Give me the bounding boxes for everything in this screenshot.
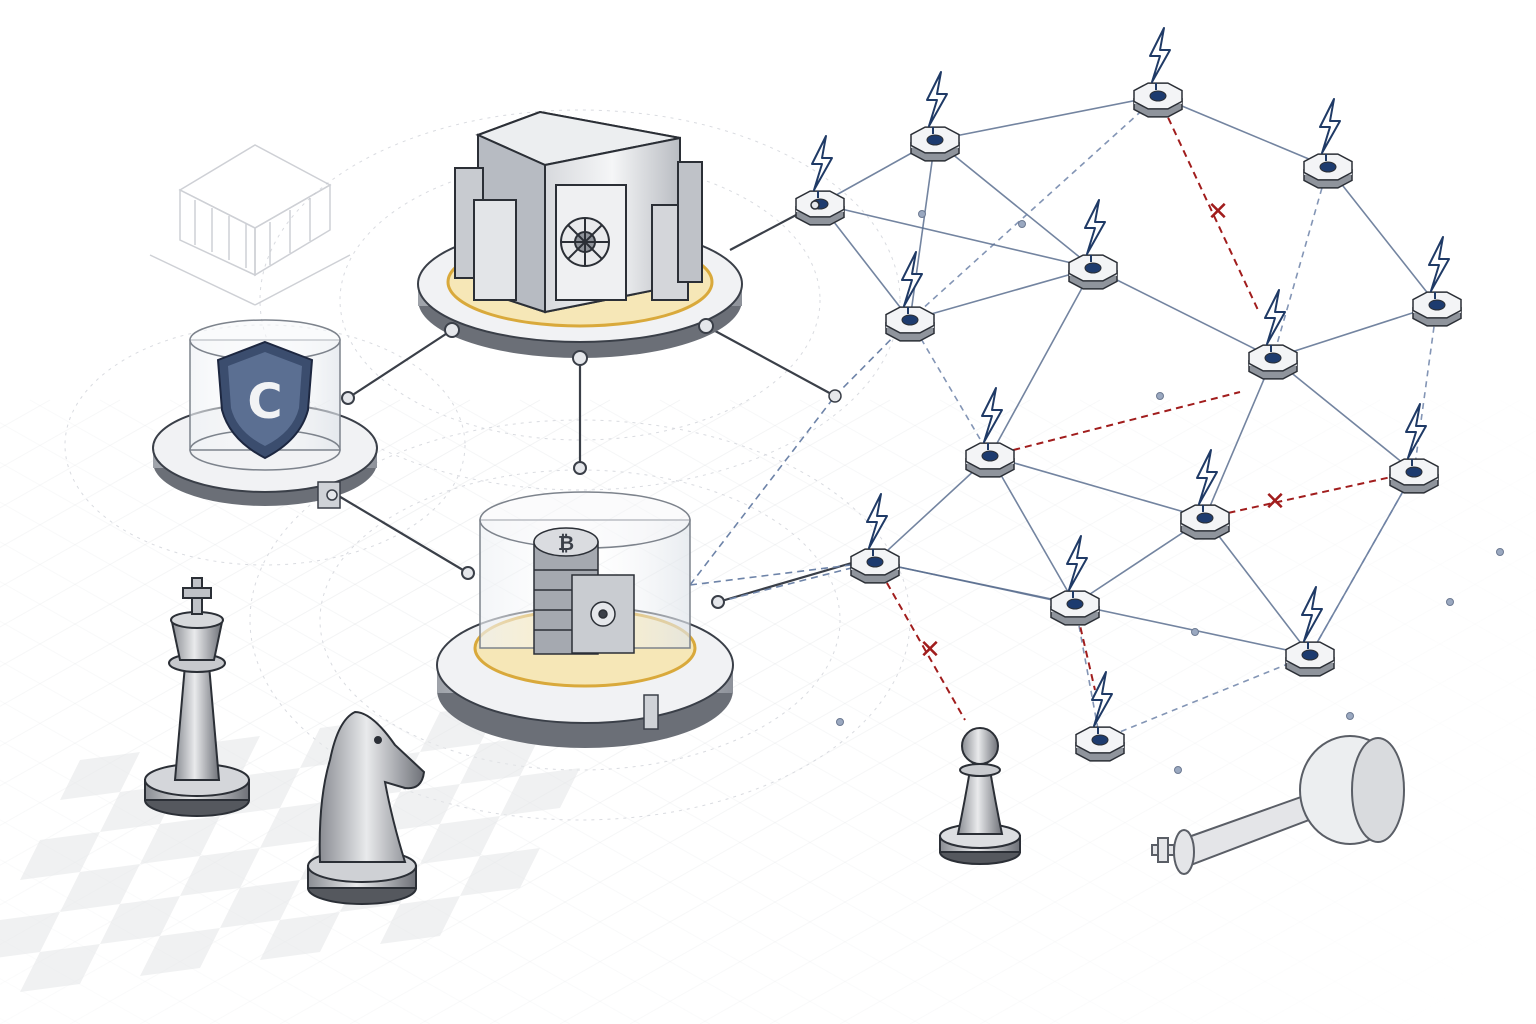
lightning-bolt-icon xyxy=(1301,586,1323,649)
checker-square xyxy=(420,816,500,864)
checker-square xyxy=(380,784,460,832)
broken-link-marker: ✕ xyxy=(1264,487,1286,517)
network-node[interactable] xyxy=(1248,289,1298,380)
faded-bank-building-icon xyxy=(149,144,351,306)
network-link xyxy=(819,203,1094,269)
network-node[interactable] xyxy=(795,135,845,226)
checker-square xyxy=(460,736,540,784)
network-link xyxy=(1099,654,1311,741)
network-link xyxy=(989,455,1206,519)
network-link xyxy=(1309,471,1415,656)
lightning-bolt-icon xyxy=(1196,449,1218,512)
network-link xyxy=(1204,517,1311,656)
coin-hub[interactable]: ₿ xyxy=(436,461,734,748)
broken-link-marker: ✕ xyxy=(1207,197,1229,227)
checker-square xyxy=(220,880,300,928)
checker-square xyxy=(460,848,540,896)
network-node[interactable] xyxy=(885,251,935,342)
network-node[interactable] xyxy=(910,71,960,162)
network-node[interactable] xyxy=(965,387,1015,478)
checker-square xyxy=(0,912,60,958)
hub-connections xyxy=(331,204,863,604)
network-link xyxy=(1327,166,1438,306)
network-node[interactable] xyxy=(1389,403,1439,494)
network-node[interactable] xyxy=(1285,586,1335,677)
network-link xyxy=(909,95,1159,321)
network-nodes xyxy=(795,27,1462,762)
checker-square xyxy=(380,896,460,944)
network-link xyxy=(989,267,1094,457)
network-link xyxy=(1272,357,1415,473)
checker-square xyxy=(60,864,140,912)
network-node[interactable] xyxy=(1050,535,1100,626)
checker-square xyxy=(260,912,340,960)
lightning-bolt-icon xyxy=(866,493,888,556)
network-link xyxy=(1204,357,1274,519)
network-link xyxy=(1157,95,1329,168)
network-link xyxy=(1092,267,1274,359)
lightning-bolt-icon xyxy=(1264,289,1286,352)
checker-square xyxy=(140,928,220,976)
lightning-bolt-icon xyxy=(811,135,833,198)
lightning-bolt-icon xyxy=(1149,27,1171,90)
network-link xyxy=(819,203,911,321)
network-link xyxy=(1272,304,1438,359)
network-link xyxy=(909,319,991,457)
checker-square xyxy=(60,752,140,800)
lightning-bolt-icon xyxy=(901,251,923,314)
network-node[interactable] xyxy=(1180,449,1230,540)
shield-glyph: C xyxy=(247,374,282,430)
network-link xyxy=(1272,166,1329,359)
network-link xyxy=(934,139,1094,269)
ripple-rings xyxy=(64,109,911,821)
vault-safe-icon xyxy=(454,110,703,314)
checker-square xyxy=(100,896,180,944)
junction-dots xyxy=(828,210,1504,774)
vault-hub[interactable] xyxy=(417,110,743,366)
broken-link-markers: ✕ ✕ ✕ xyxy=(919,197,1286,665)
lightning-bolt-icon xyxy=(1428,236,1450,299)
lightning-bolt-icon xyxy=(1084,199,1106,262)
checker-square xyxy=(20,832,100,880)
chess-pawn xyxy=(939,727,1021,865)
network-node[interactable] xyxy=(1068,199,1118,290)
bitcoin-coin-stack-icon: ₿ xyxy=(533,527,635,655)
network-node[interactable] xyxy=(1133,27,1183,118)
hub-network-link xyxy=(717,561,876,603)
chess-king xyxy=(144,577,250,817)
network-link xyxy=(989,455,1076,605)
lightning-bolt-icon xyxy=(926,71,948,134)
lightning-bolt-icon xyxy=(1405,403,1427,466)
lightning-bolt-icon xyxy=(1091,671,1113,734)
network-node[interactable] xyxy=(1303,98,1353,189)
hub-network-link xyxy=(689,395,836,586)
checker-square xyxy=(140,816,220,864)
network-link xyxy=(874,455,991,563)
link-endpoint xyxy=(810,200,820,210)
checker-square xyxy=(500,768,580,816)
chess-fallen-king xyxy=(1151,735,1405,875)
network-node[interactable] xyxy=(1412,236,1462,327)
checker-square xyxy=(20,944,100,992)
broken-link-marker: ✕ xyxy=(919,635,941,665)
lightning-bolt-icon xyxy=(981,387,1003,450)
shield-hub[interactable]: C xyxy=(152,319,378,509)
lightning-bolt-icon xyxy=(1066,535,1088,598)
shield-c-icon: C xyxy=(216,340,314,460)
network-link xyxy=(909,267,1094,321)
checker-square xyxy=(180,848,260,896)
network-link xyxy=(909,139,936,321)
network-node[interactable] xyxy=(850,493,900,584)
broken-link xyxy=(874,561,966,721)
lightning-bolt-icon xyxy=(1319,98,1341,161)
bitcoin-glyph: ₿ xyxy=(558,531,574,555)
chess-knight xyxy=(307,710,426,905)
network-node[interactable] xyxy=(1075,671,1125,762)
network-link xyxy=(934,95,1159,141)
broken-link xyxy=(1157,95,1259,311)
